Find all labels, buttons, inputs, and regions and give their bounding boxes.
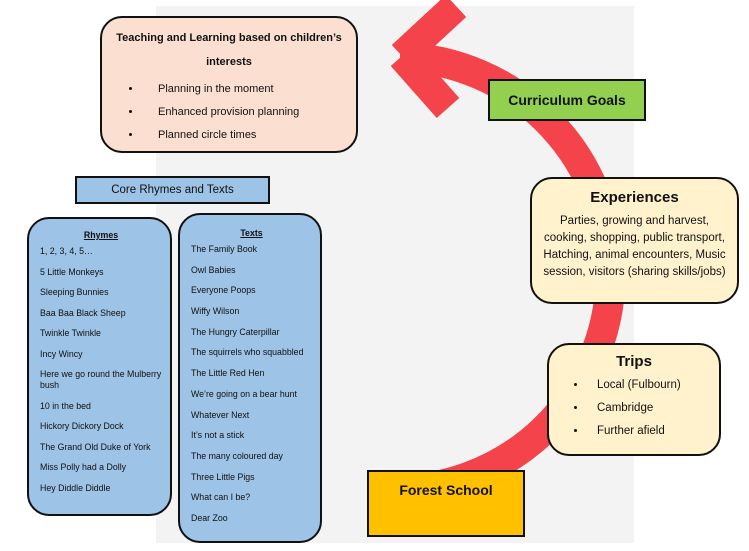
- rhyme-item: Baa Baa Black Sheep: [40, 307, 126, 318]
- teaching-title: Teaching and Learning based on children’…: [116, 32, 342, 68]
- rhyme-item: Here we go round the Mulberry bush: [40, 369, 162, 390]
- core-rhymes-texts-header: Core Rhymes and Texts: [75, 176, 270, 204]
- rhyme-item: Incy Wincy: [40, 348, 83, 359]
- rhyme-item: Miss Polly had a Dolly: [40, 462, 127, 472]
- rhyme-item: Sleeping Bunnies: [40, 287, 109, 297]
- text-item: Owl Babies: [191, 264, 236, 275]
- text-item: We’re going on a bear hunt: [191, 388, 297, 399]
- arrow-head-lower: [390, 46, 460, 118]
- trips-list: Local (Fulbourn) Cambridge Further afiel…: [557, 374, 711, 443]
- rhyme-item: The Grand Old Duke of York: [40, 441, 151, 452]
- trips-item: Local (Fulbourn): [587, 374, 711, 397]
- teaching-item: Planning in the moment: [142, 78, 344, 101]
- trips-item: Cambridge: [587, 397, 711, 420]
- text-item: Whatever Next: [191, 409, 250, 420]
- text-item: Dear Zoo: [191, 512, 228, 523]
- arrow-head-upper: [391, 0, 467, 68]
- rhymes-box: Rhymes 1, 2, 3, 4, 5… 5 Little Monkeys S…: [27, 217, 172, 516]
- experiences-text: Parties, growing and harvest, cooking, s…: [543, 215, 726, 278]
- rhyme-item: Twinkle Twinkle: [40, 328, 101, 338]
- rhymes-list: 1, 2, 3, 4, 5… 5 Little Monkeys Sleeping…: [40, 246, 162, 494]
- text-item: Everyone Poops: [191, 285, 256, 296]
- rhyme-item: Hickory Dickory Dock: [40, 421, 124, 431]
- teaching-item: Enhanced provision planning: [142, 101, 344, 124]
- rhyme-item: 10 in the bed: [40, 400, 91, 411]
- trips-title: Trips: [616, 353, 652, 370]
- text-item: The Hungry Caterpillar: [191, 326, 280, 337]
- text-item: The Family Book: [191, 244, 257, 254]
- texts-list: The Family Book Owl Babies Everyone Poop…: [191, 244, 312, 524]
- experiences-box: Experiences Parties, growing and harvest…: [530, 177, 739, 304]
- text-item: Wiffy Wilson: [191, 306, 240, 317]
- text-item: What can I be?: [191, 492, 251, 503]
- trips-box: Trips Local (Fulbourn) Cambridge Further…: [547, 343, 721, 456]
- text-item: The many coloured day: [191, 450, 283, 461]
- text-item: It’s not a stick: [191, 430, 245, 441]
- experiences-title: Experiences: [590, 189, 679, 206]
- texts-title: Texts: [240, 228, 263, 238]
- rhyme-item: Hey Diddle Diddle: [40, 482, 111, 493]
- texts-box: Texts The Family Book Owl Babies Everyon…: [178, 213, 322, 543]
- rhyme-item: 1, 2, 3, 4, 5…: [40, 246, 93, 256]
- trips-item: Further afield: [587, 420, 711, 443]
- teaching-item: Planned circle times: [142, 124, 344, 147]
- text-item: The Little Red Hen: [191, 368, 265, 379]
- rhymes-title: Rhymes: [83, 230, 119, 240]
- text-item: The squirrels who squabbled: [191, 347, 304, 358]
- rhyme-item: 5 Little Monkeys: [40, 266, 104, 277]
- teaching-and-learning-box: Teaching and Learning based on children’…: [100, 16, 358, 153]
- curriculum-goals-box: Curriculum Goals: [488, 79, 646, 121]
- text-item: Three Little Pigs: [191, 471, 255, 482]
- forest-school-box: Forest School: [367, 470, 525, 537]
- teaching-list: Planning in the moment Enhanced provisio…: [114, 78, 344, 147]
